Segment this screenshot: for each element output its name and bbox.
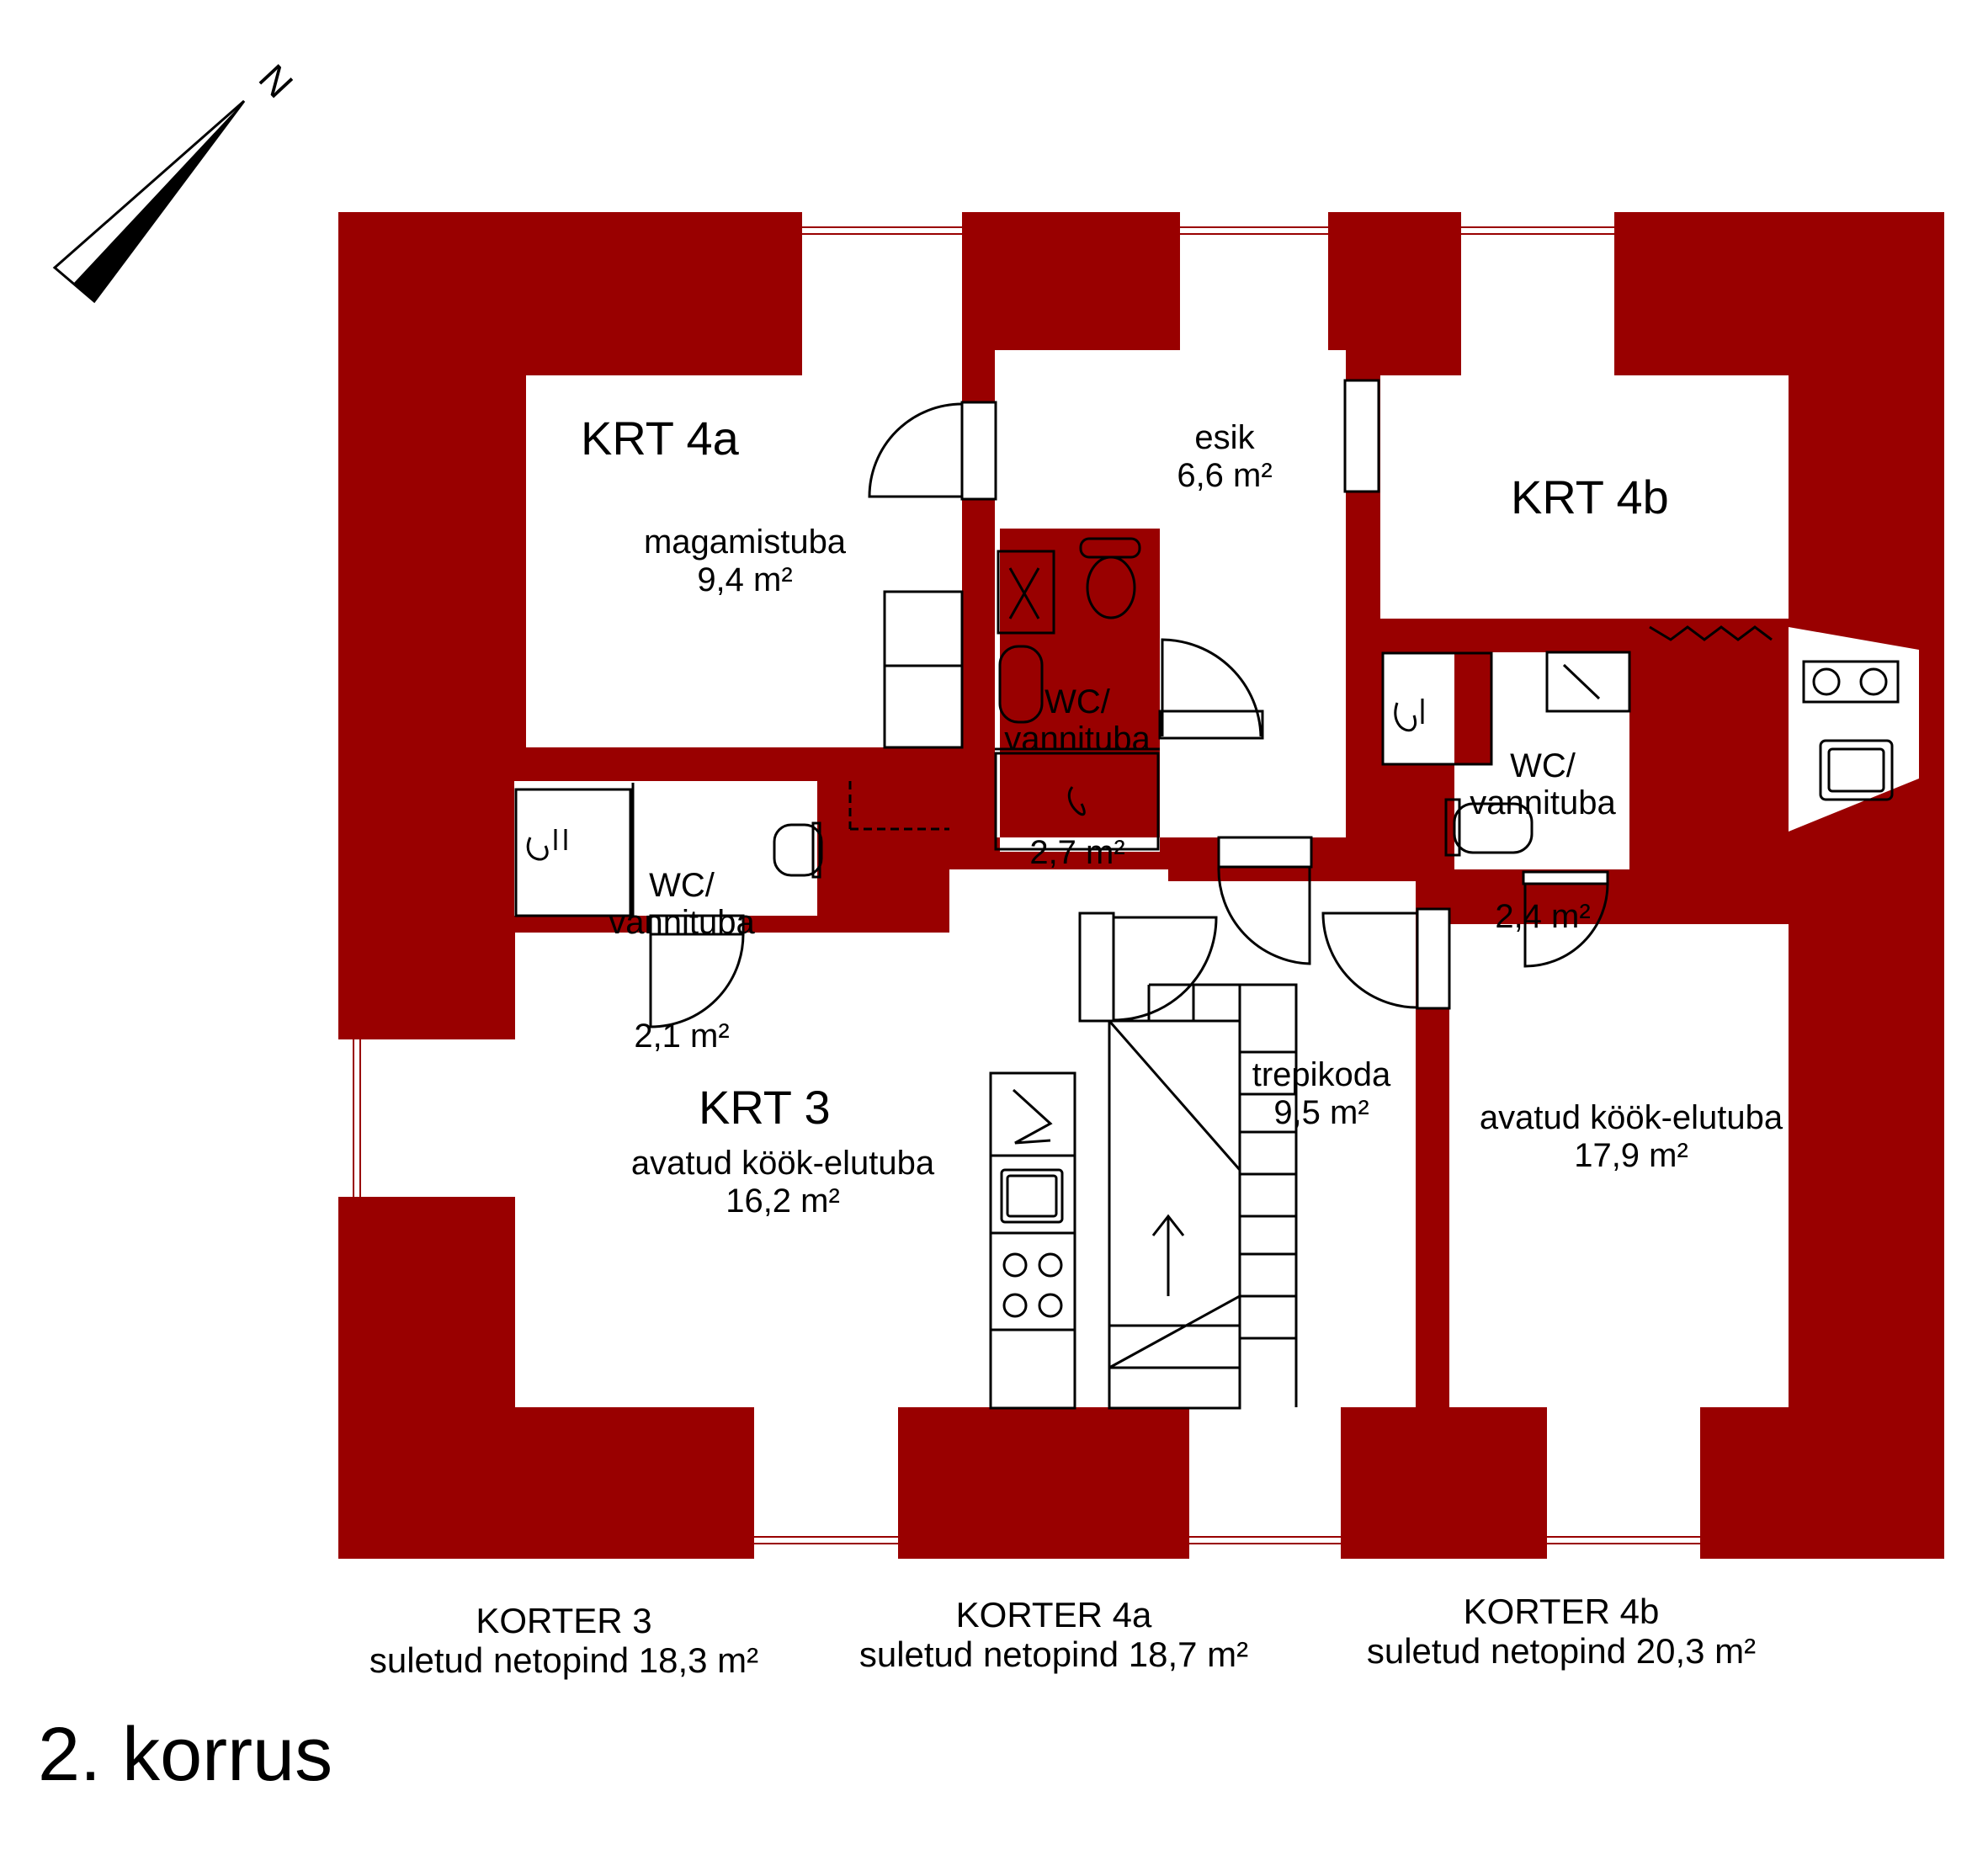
room-name: WC/ vannituba	[1004, 683, 1151, 758]
summary-korter-3: KORTER 3 suletud netopind 18,3 m²	[369, 1601, 758, 1680]
summary-name: KORTER 4b	[1463, 1592, 1660, 1631]
room-name: avatud köök-elutuba	[1479, 1099, 1783, 1136]
room-name: WC/ vannituba	[609, 866, 755, 942]
summary-text: suletud netopind 18,7 m²	[858, 1634, 1249, 1675]
room-kitchen-living-3: avatud köök-elutuba 16,2 m²	[631, 1145, 934, 1220]
summary-name: KORTER 4a	[955, 1595, 1152, 1634]
room-name: trepikoda	[1252, 1056, 1391, 1093]
room-area: 2,1 m²	[634, 1017, 730, 1055]
north-arrow-icon: N	[52, 56, 302, 304]
windows	[353, 226, 1700, 1544]
room-name: esik	[1194, 419, 1255, 456]
summary-name: KORTER 3	[476, 1601, 652, 1640]
apartment-label-4b: KRT 4b	[1511, 470, 1669, 524]
north-label: N	[251, 56, 302, 106]
room-esik: esik 6,6 m²	[1177, 419, 1272, 495]
apartment-label-3: KRT 3	[699, 1081, 831, 1134]
room-name: avatud köök-elutuba	[630, 1145, 935, 1182]
summary-text: suletud netopind 20,3 m²	[1366, 1631, 1757, 1672]
building-walls	[338, 212, 1944, 1559]
staircase	[1108, 983, 1298, 1410]
room-area: 17,9 m²	[1574, 1136, 1688, 1174]
apartment-label-4a: KRT 4a	[581, 412, 739, 465]
room-wc-4a: WC/ vannituba 2,7 m²	[1004, 608, 1150, 909]
room-area: 2,4 m²	[1495, 897, 1591, 935]
floor-title: 2. korrus	[38, 1713, 333, 1797]
summary-text: suletud netopind 18,3 m²	[369, 1640, 759, 1681]
room-kitchen-living-4b: avatud köök-elutuba 17,9 m²	[1480, 1099, 1783, 1175]
room-area: 9,5 m²	[1273, 1093, 1369, 1131]
doors	[649, 379, 1609, 1028]
room-area: 6,6 m²	[1177, 456, 1273, 494]
fixtures	[514, 537, 1900, 1410]
room-area: 2,7 m²	[1029, 833, 1125, 871]
room-area: 9,4 m²	[697, 561, 793, 598]
summary-korter-4a: KORTER 4a suletud netopind 18,7 m²	[859, 1595, 1248, 1674]
room-magamistuba: magamistuba 9,4 m²	[644, 524, 846, 599]
room-trepikoda: trepikoda 9,5 m²	[1252, 1056, 1391, 1132]
room-wc-3: WC/ vannituba 2,1 m²	[609, 791, 754, 1092]
room-name: WC/ vannituba	[1470, 747, 1616, 822]
room-wc-4b: WC/ vannituba 2,4 m²	[1470, 672, 1615, 973]
room-name: magamistuba	[643, 524, 847, 561]
summary-korter-4b: KORTER 4b suletud netopind 20,3 m²	[1367, 1592, 1756, 1671]
room-area: 16,2 m²	[726, 1182, 840, 1220]
